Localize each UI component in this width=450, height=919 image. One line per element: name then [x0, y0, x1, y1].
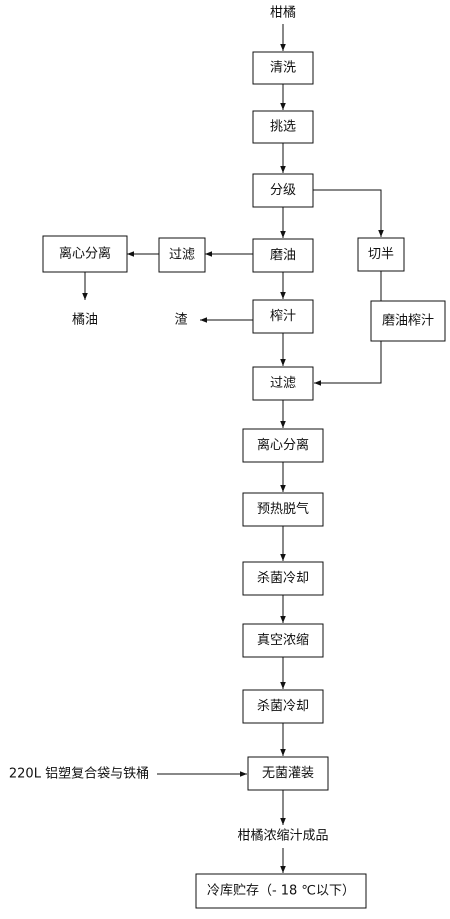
node-oil-grind-label: 磨油: [270, 248, 296, 263]
edge-grind-press-filter: [314, 341, 382, 386]
node-sterilize-cool-1-label: 杀菌冷却: [257, 571, 309, 586]
node-filter-oil-label: 过滤: [169, 248, 195, 263]
node-grade: 分级: [252, 173, 314, 208]
node-cold-storage-label: 冷库贮存（- 18 ℃以下）: [207, 883, 355, 899]
node-centrifuge-oil: 离心分离: [42, 235, 128, 273]
node-aseptic-fill: 无菌灌装: [247, 756, 329, 791]
node-select-label: 挑选: [270, 120, 296, 135]
node-halve: 切半: [357, 237, 405, 272]
label-citrus-oil: 橘油: [72, 312, 98, 328]
label-citrus: 柑橘: [270, 5, 296, 21]
node-sterilize-cool-1: 杀菌冷却: [242, 561, 324, 596]
node-wash: 清洗: [252, 51, 314, 85]
node-wash-label: 清洗: [270, 61, 296, 76]
node-aseptic-fill-label: 无菌灌装: [262, 766, 314, 781]
flow-edges: [82, 24, 384, 873]
node-preheat-degas: 预热脱气: [242, 492, 324, 527]
label-residue: 渣: [174, 313, 187, 328]
node-preheat-degas-label: 预热脱气: [257, 501, 309, 517]
node-vacuum-concentrate: 真空浓缩: [242, 623, 324, 658]
label-product: 柑橘浓缩汁成品: [237, 828, 328, 844]
edge-grade-halve: [313, 189, 384, 237]
node-sterilize-cool-2: 杀菌冷却: [242, 689, 324, 724]
label-packaging-material: 220L 铝塑复合袋与铁桶: [9, 767, 149, 782]
node-centrifuge: 离心分离: [242, 428, 324, 463]
node-vacuum-concentrate-label: 真空浓缩: [257, 632, 309, 648]
node-sterilize-cool-2-label: 杀菌冷却: [257, 699, 309, 714]
node-grind-press: 磨油榨汁: [370, 300, 446, 342]
node-halve-label: 切半: [368, 247, 394, 262]
node-centrifuge-oil-label: 离心分离: [59, 246, 111, 262]
node-oil-grind: 磨油: [252, 238, 314, 273]
node-juice-press-label: 榨汁: [270, 308, 296, 324]
node-filter-label: 过滤: [270, 376, 296, 391]
node-centrifuge-label: 离心分离: [257, 437, 309, 453]
node-grade-label: 分级: [270, 183, 296, 198]
node-select: 挑选: [252, 110, 314, 144]
node-juice-press: 榨汁: [252, 299, 314, 334]
node-grind-press-label: 磨油榨汁: [382, 313, 434, 329]
node-filter-oil: 过滤: [158, 237, 206, 273]
node-filter: 过滤: [252, 366, 314, 401]
node-cold-storage: 冷库贮存（- 18 ℃以下）: [195, 873, 367, 909]
